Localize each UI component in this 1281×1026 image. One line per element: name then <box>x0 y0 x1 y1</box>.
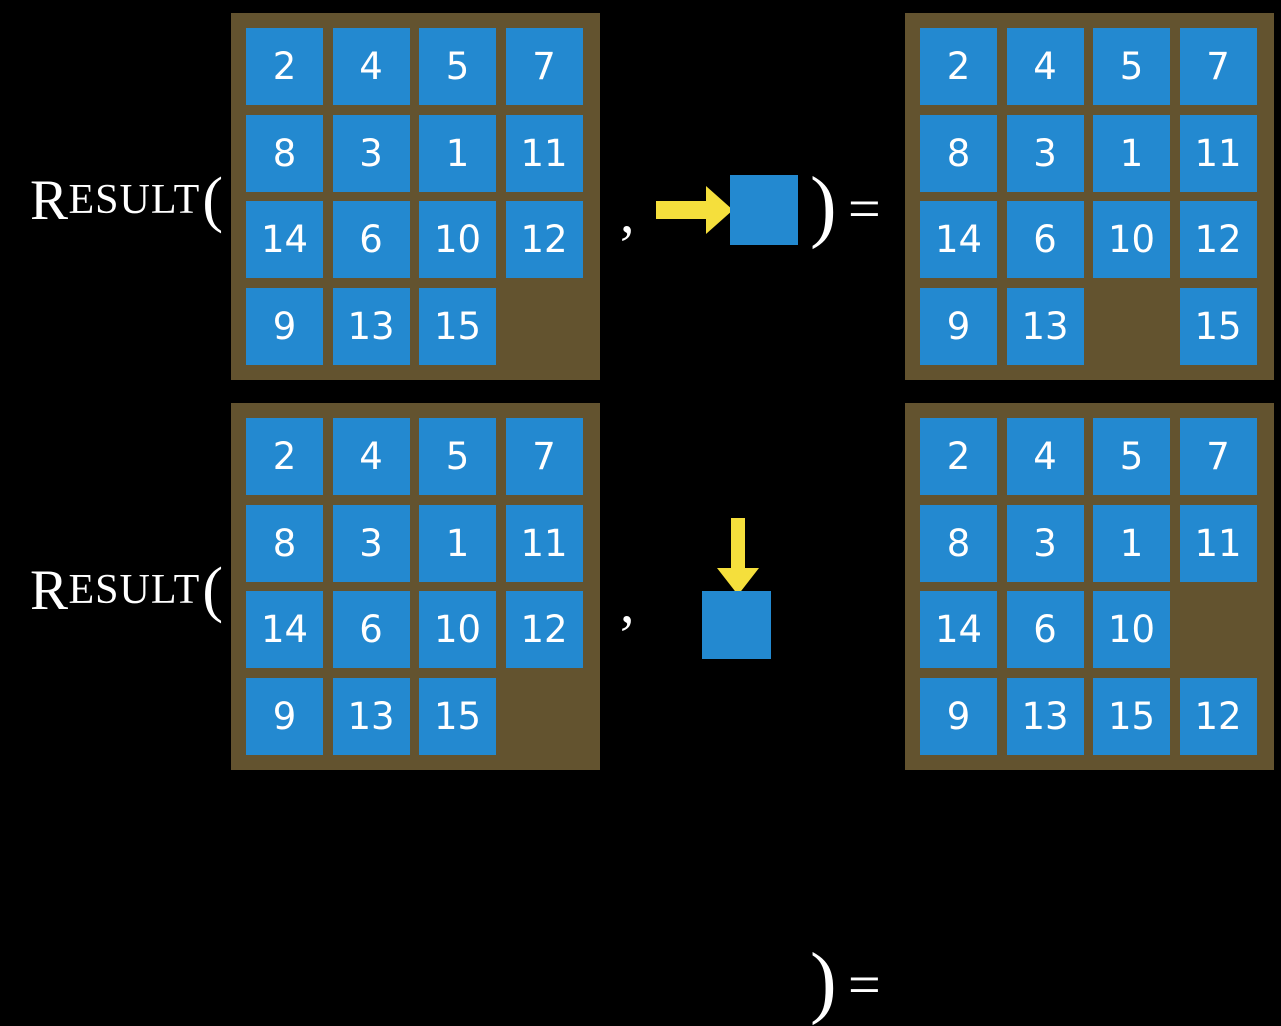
output-1-tile: 3 <box>1006 114 1084 192</box>
output-1-tile: 1 <box>1093 114 1170 192</box>
output-1-tile: 6 <box>1006 201 1084 278</box>
input-2-tile: 2 <box>246 418 323 495</box>
output-2-tile: 12 <box>1179 677 1257 755</box>
input-1-tile: 15 <box>419 287 496 365</box>
output-1-tile: 12 <box>1179 201 1257 278</box>
input-2-tile: 10 <box>419 591 496 668</box>
arrow-down-icon <box>717 518 759 595</box>
output-2-tile: 9 <box>920 677 997 755</box>
output-2-tile: 11 <box>1179 504 1257 582</box>
input-1-tile: 1 <box>419 114 496 192</box>
arrow-right-icon <box>656 186 733 234</box>
input-2-tile: 11 <box>505 504 583 582</box>
input-2-tile: 6 <box>332 591 410 668</box>
equals-sign-1: = <box>848 176 881 241</box>
output-2-tile: 4 <box>1006 418 1084 495</box>
output-2-tile: 2 <box>920 418 997 495</box>
argument-separator-comma-1: , <box>620 180 635 245</box>
close-paren-2: ) <box>810 938 837 1026</box>
output-2-tile: 15 <box>1093 677 1170 755</box>
output-2-tile: 5 <box>1093 418 1170 495</box>
output-2-tile: 10 <box>1093 591 1170 668</box>
output-1-blank-cell <box>1093 288 1170 365</box>
output-2-tile: 8 <box>920 504 997 582</box>
result-label-initial-2: R <box>30 558 69 622</box>
input-2-tile: 7 <box>505 418 583 495</box>
output-2-tile: 1 <box>1093 504 1170 582</box>
input-2-tile: 15 <box>419 677 496 755</box>
input-1-tile: 6 <box>332 201 410 278</box>
result-label-open-paren-2: ( <box>202 556 224 624</box>
input-2-tile: 8 <box>246 504 323 582</box>
result-label-initial-1: R <box>30 168 69 232</box>
equals-sign-2: = <box>848 952 881 1017</box>
input-2-tile: 14 <box>246 591 323 668</box>
output-2-tile: 14 <box>920 591 997 668</box>
input-2-tile: 9 <box>246 677 323 755</box>
output-1-tile: 2 <box>920 28 997 105</box>
input-1-tile: 3 <box>332 114 410 192</box>
input-2-tile: 13 <box>332 677 410 755</box>
input-2-tile: 12 <box>505 591 583 668</box>
input-1-tile: 7 <box>505 28 583 105</box>
input-1-tile: 13 <box>332 287 410 365</box>
result-label-rest-2: ESULT <box>68 567 201 613</box>
output-1-tile: 13 <box>1006 287 1084 365</box>
input-1-tile: 5 <box>419 28 496 105</box>
output-1-tile: 9 <box>920 287 997 365</box>
input-1-blank-cell <box>506 288 583 365</box>
output-2-tile: 13 <box>1006 677 1084 755</box>
input-1-tile: 12 <box>505 201 583 278</box>
argument-separator-comma-2: , <box>620 570 635 635</box>
result-label-open-paren-1: ( <box>202 166 224 234</box>
output-1-tile: 7 <box>1179 28 1257 105</box>
move-target-blank-tile-1 <box>730 175 798 245</box>
input-2-blank-cell <box>506 678 583 755</box>
move-target-blank-tile-2 <box>702 591 771 659</box>
input-1-tile: 14 <box>246 201 323 278</box>
input-1-tile: 2 <box>246 28 323 105</box>
input-1-tile: 8 <box>246 114 323 192</box>
output-1-tile: 15 <box>1179 287 1257 365</box>
input-2-tile: 1 <box>419 504 496 582</box>
result-label-rest-1: ESULT <box>68 177 201 223</box>
output-2-tile: 6 <box>1006 591 1084 668</box>
output-1-tile: 10 <box>1093 201 1170 278</box>
output-1-tile: 5 <box>1093 28 1170 105</box>
output-1-tile: 11 <box>1179 114 1257 192</box>
output-1-tile: 8 <box>920 114 997 192</box>
output-2-tile: 3 <box>1006 504 1084 582</box>
input-1-tile: 9 <box>246 287 323 365</box>
close-paren-1: ) <box>810 162 837 250</box>
input-2-tile: 5 <box>419 418 496 495</box>
output-1-tile: 14 <box>920 201 997 278</box>
input-2-tile: 3 <box>332 504 410 582</box>
output-1-tile: 4 <box>1006 28 1084 105</box>
input-1-tile: 11 <box>505 114 583 192</box>
output-2-tile: 7 <box>1179 418 1257 495</box>
input-1-tile: 10 <box>419 201 496 278</box>
output-2-blank-cell <box>1180 591 1257 668</box>
input-1-tile: 4 <box>332 28 410 105</box>
input-2-tile: 4 <box>332 418 410 495</box>
